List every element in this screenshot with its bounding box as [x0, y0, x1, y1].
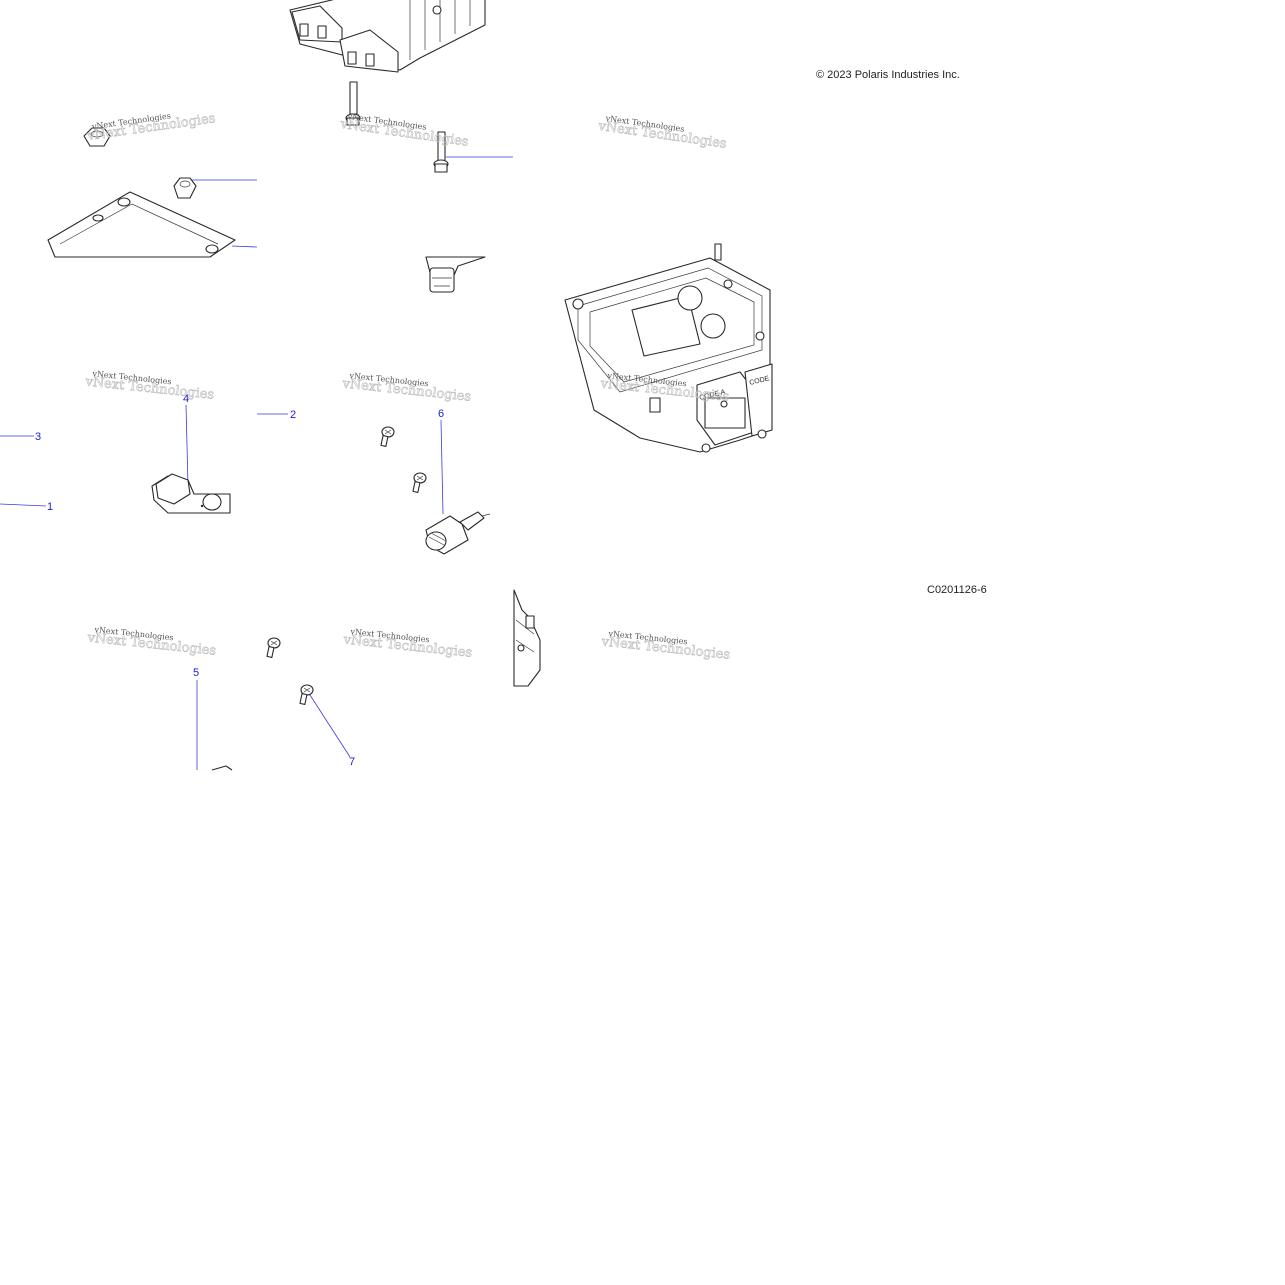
figure-id: C0201126-6: [927, 584, 987, 596]
screw-4: [299, 684, 314, 705]
callout-1: 1: [47, 501, 53, 513]
leader-7: [309, 694, 351, 758]
long-bolt-1: [345, 81, 361, 126]
flange-nut-2: [173, 177, 257, 199]
callout-5: 5: [193, 667, 199, 679]
ecu-top-illustration: [289, 0, 486, 73]
mounting-bracket: [47, 191, 258, 258]
screw-2: [412, 472, 427, 493]
long-bolt-2: [433, 131, 513, 173]
crankshaft-position-sensor: [151, 473, 231, 514]
callout-6: 6: [438, 408, 444, 420]
part-5-edge: [211, 765, 233, 771]
connector-label-b: CODE: [749, 375, 771, 387]
ecu-module-illustration: CODE A CODE: [564, 243, 773, 453]
copyright-notice: © 2023 Polaris Industries Inc.: [816, 69, 960, 81]
leader-6: [440, 419, 444, 515]
screw-3: [266, 637, 281, 658]
leader-1: [0, 503, 47, 507]
callout-2: 2: [290, 409, 296, 421]
sensor-body-top: [425, 256, 486, 293]
callout-4: 4: [183, 393, 189, 405]
temperature-sensor: [425, 511, 491, 555]
callout-7: 7: [349, 756, 355, 768]
leader-4: [185, 404, 189, 487]
callout-3: 3: [35, 431, 41, 443]
ecu-partial-edge: [513, 589, 541, 687]
flange-nut-1: [83, 127, 111, 147]
screw-1: [380, 426, 395, 447]
